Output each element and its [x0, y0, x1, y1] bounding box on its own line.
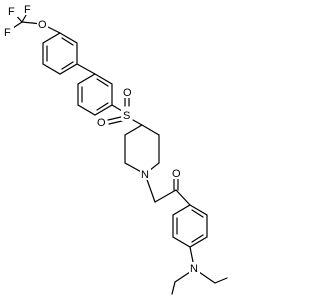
ring-2 [77, 73, 113, 116]
ring-3-double-a [191, 209, 204, 218]
bond-biaryl [76, 63, 96, 75]
atom-f3: F [24, 4, 31, 16]
bond-s-piperidine [132, 119, 143, 126]
piperidine-ring [124, 124, 160, 175]
atom-f1: F [8, 6, 15, 18]
bond-s-o-left-b [108, 120, 123, 125]
bond-n-ethyl-right-1 [198, 271, 216, 284]
bonds [9, 9, 228, 295]
atom-amine-nitrogen: N [190, 263, 198, 275]
atom-labels: F F F O S O O N O N [4, 3, 200, 275]
ring-3-double-b [191, 234, 204, 243]
atom-sulfonyl-oxygen-left: O [97, 117, 106, 129]
bond-co-ring3 [175, 189, 191, 206]
ring-1-double-b [61, 61, 74, 70]
bond-s-o-left-a [107, 116, 122, 121]
ring-2-double-a [96, 78, 109, 87]
atom-carbonyl-oxygen: O [172, 168, 181, 180]
structure-diagram: F F F O S O O N O N [4, 3, 228, 295]
bond-n-ethyl-left-2 [171, 281, 176, 295]
atom-ether-oxygen: O [38, 19, 47, 31]
bond-ch2-co [154, 189, 177, 203]
atom-sulfonyl-oxygen-top: O [123, 87, 132, 99]
ring-2-double-b [96, 102, 109, 111]
molecule-canvas: F F F O S O O N O N [4, 3, 228, 295]
bond-n-ethyl-left-1 [174, 271, 191, 283]
atom-sulfur: S [123, 110, 130, 122]
bond-n-ethyl-right-2 [214, 277, 228, 284]
bond-ring3-n [189, 246, 194, 263]
ring-3 [172, 204, 208, 248]
ring-1-double-a [61, 37, 74, 46]
atom-f2: F [4, 27, 11, 39]
ring-1 [42, 32, 78, 75]
atom-piperidine-nitrogen: N [141, 169, 149, 181]
